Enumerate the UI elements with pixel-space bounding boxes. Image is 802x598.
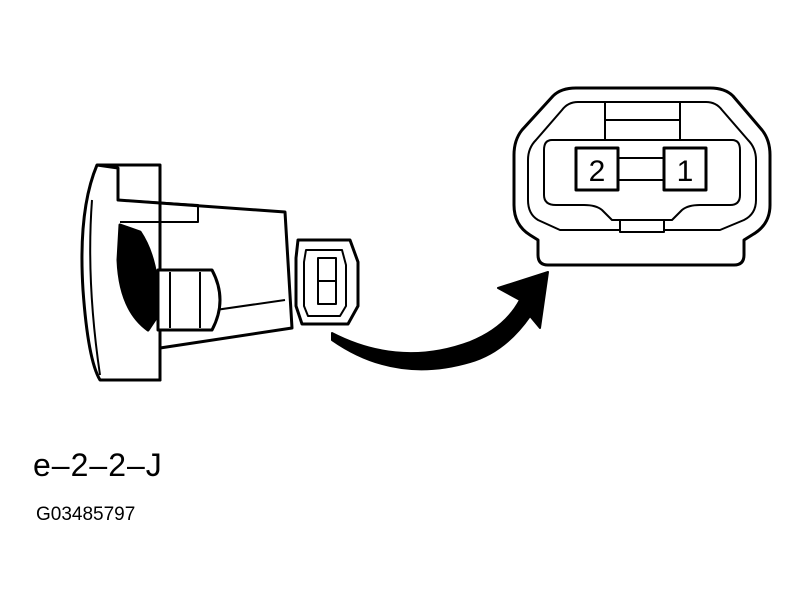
pin-label-1: 1	[677, 155, 694, 188]
connector-icon	[294, 238, 360, 326]
connector-face-icon	[512, 86, 772, 267]
figure-id: G03485797	[36, 504, 136, 525]
sensor-body-icon	[80, 163, 294, 382]
curved-arrow-icon	[331, 271, 549, 371]
pin-label-2: 2	[589, 155, 606, 188]
diagram-caption: e–2–2–J	[33, 447, 163, 483]
